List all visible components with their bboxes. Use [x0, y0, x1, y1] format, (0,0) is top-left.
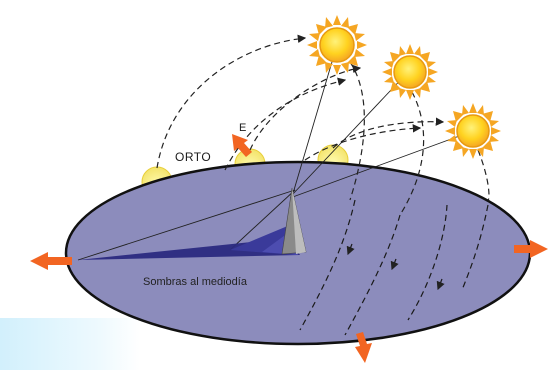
sun-rays-to-gnomon [77, 44, 474, 261]
noon-shadows-label: Sombras al mediodía [143, 276, 247, 288]
background-glow [0, 318, 140, 370]
cardinal-arrow-icon [514, 240, 548, 258]
east-label: E [239, 122, 247, 134]
sun-path-below-horizon [299, 199, 489, 336]
sun-icon [382, 44, 438, 100]
cardinal-arrow-icon [355, 332, 372, 363]
cardinal-arrow-icon [30, 252, 72, 270]
orto-label: ORTO [175, 150, 212, 164]
gnomon-icon [281, 187, 307, 255]
sun-icon [445, 103, 501, 159]
sun-path-arcs [156, 34, 490, 216]
sun-icon [307, 15, 367, 75]
cardinal-arrow-icon [232, 134, 252, 157]
